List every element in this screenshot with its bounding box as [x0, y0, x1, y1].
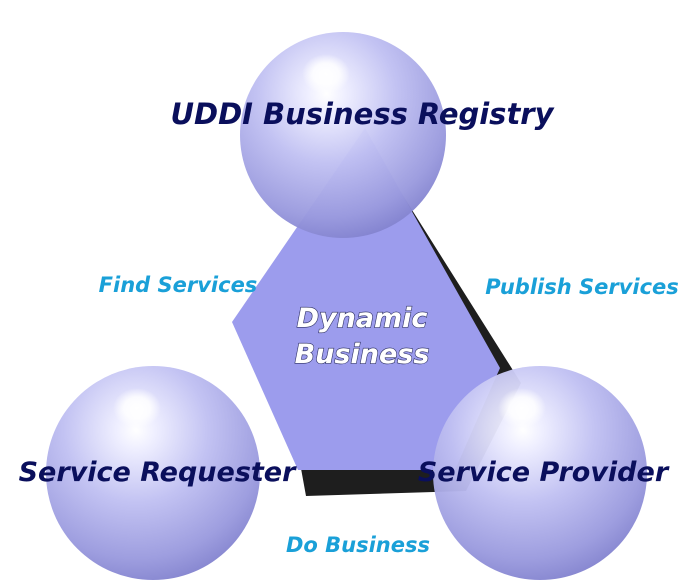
provider-highlight [498, 388, 546, 428]
registry-highlight [302, 54, 350, 94]
requester-label: Service Requester [19, 457, 298, 488]
requester-highlight [113, 388, 161, 428]
requester-sphere [46, 366, 260, 580]
do-business-label: Do Business [286, 533, 430, 557]
provider-label: Service Provider [418, 457, 670, 488]
provider-node [433, 366, 647, 580]
provider-sphere [433, 366, 647, 580]
business-label: Business [295, 339, 430, 370]
dynamic-business-triangle [232, 128, 500, 470]
publish-services-label: Publish Services [485, 275, 679, 299]
registry-label: UDDI Business Registry [170, 97, 554, 131]
dynamic-label: Dynamic [297, 303, 428, 334]
find-services-label: Find Services [99, 273, 258, 297]
registry-sphere [240, 32, 446, 238]
requester-node [46, 366, 260, 580]
registry-node [240, 32, 446, 238]
